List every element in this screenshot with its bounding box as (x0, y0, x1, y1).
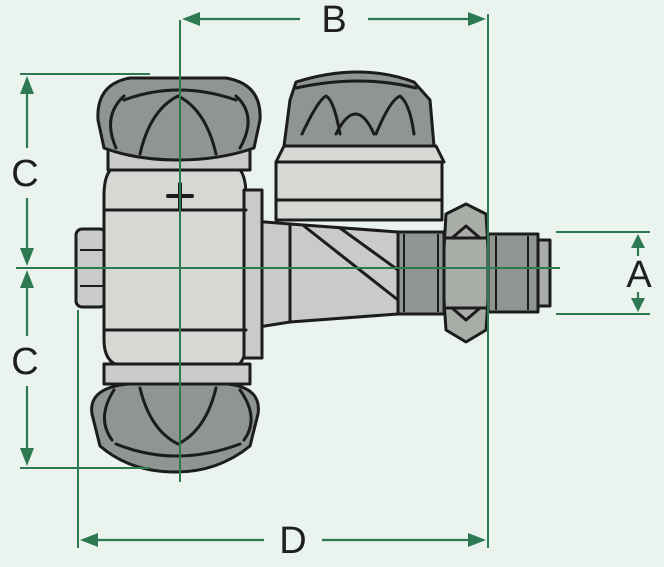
bottom-nut (90, 362, 260, 474)
dimension-c-top (20, 76, 34, 266)
valve-body (102, 164, 264, 368)
label-c-bottom: C (11, 341, 38, 383)
valve-illustration (74, 70, 552, 474)
label-a: A (626, 254, 652, 296)
union-tail (396, 202, 552, 344)
dimension-d (80, 533, 486, 547)
label-b: B (321, 0, 346, 41)
label-c-top: C (11, 153, 38, 195)
thermostat-head (274, 70, 446, 222)
label-d: D (279, 520, 306, 562)
dimension-c-bottom (20, 270, 34, 466)
dimension-b (182, 12, 486, 26)
right-arm (238, 218, 400, 332)
dimension-a (631, 234, 645, 312)
dimension-labels: B D C C A (11, 0, 652, 562)
top-nut (96, 76, 262, 172)
dimension-lines (16, 12, 650, 548)
